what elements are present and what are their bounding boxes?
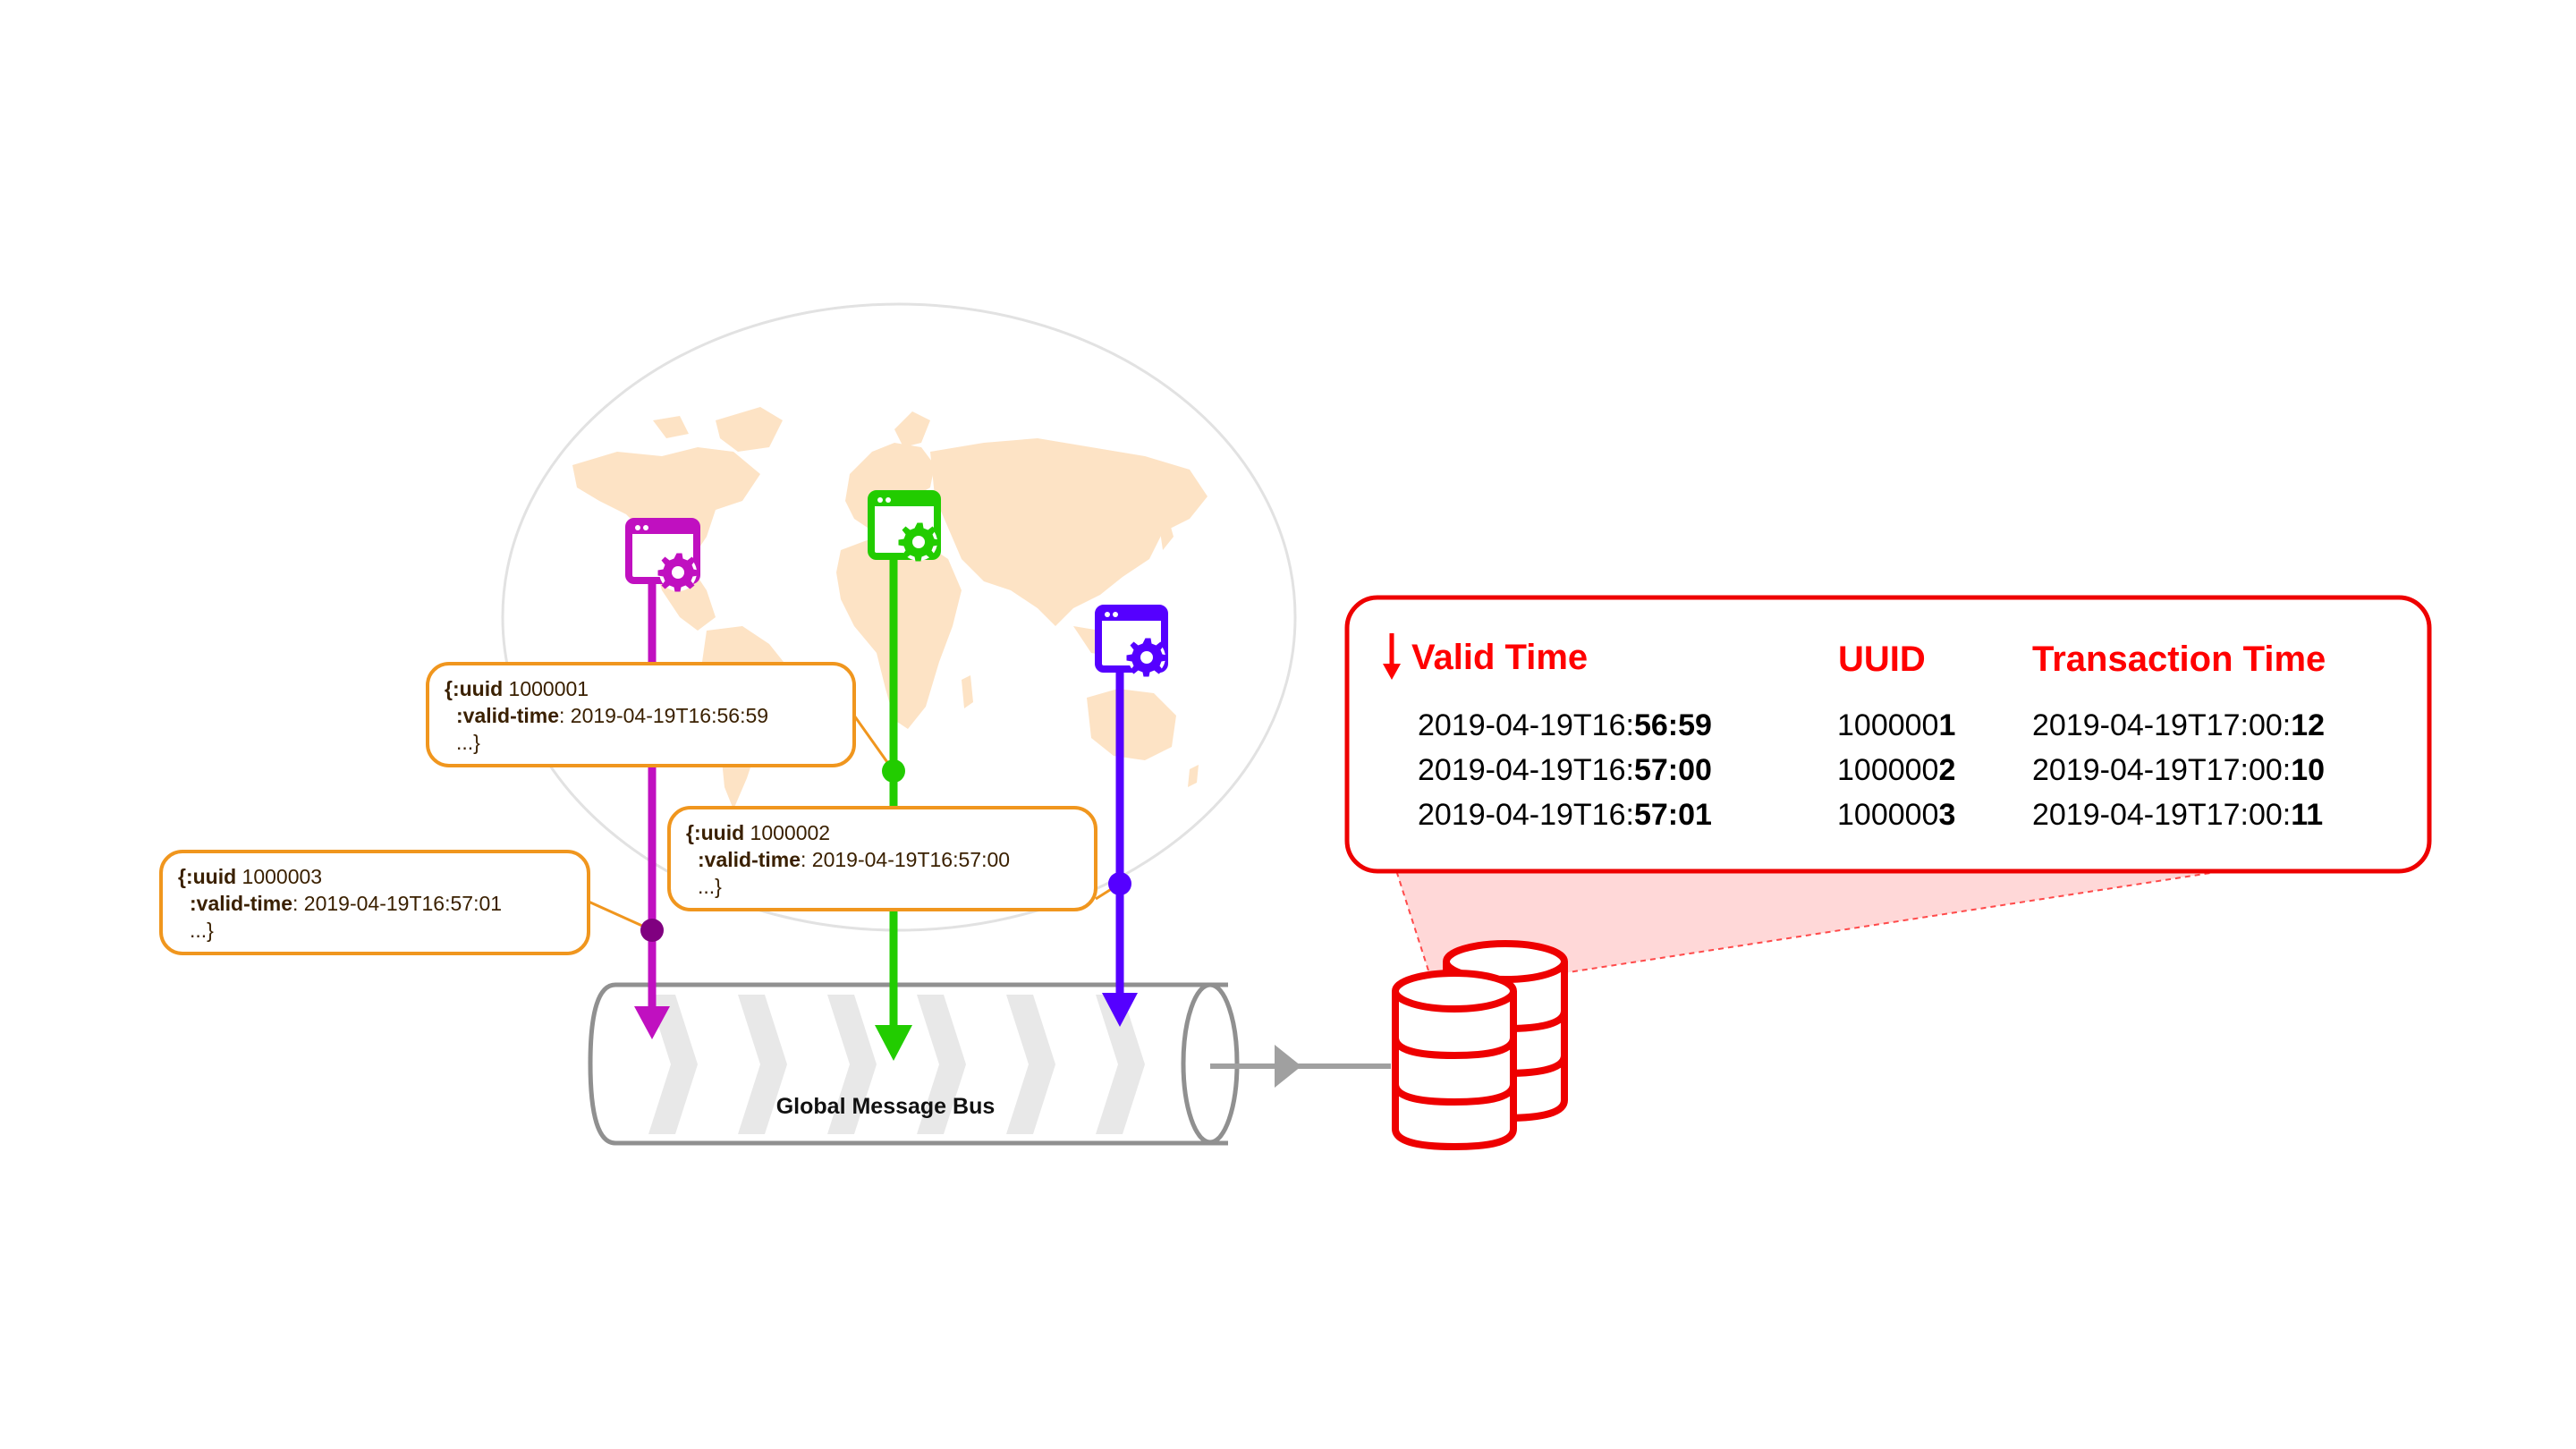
message-valid-time-key: :valid-time [456,704,559,727]
bus-left-cap [588,982,616,1146]
message-dot [882,759,905,783]
message-close: ...} [698,875,722,898]
bus-to-db-arrow [1210,1045,1391,1088]
message-dot [640,919,664,942]
asia [930,438,1208,626]
greenland [716,407,783,452]
table-row: 2019-04-19T16:57:00 1000002 2019-04-19T1… [1418,753,2325,787]
message-uuid-key: {:uuid [178,865,236,888]
gear-icon [898,522,939,562]
message-valid-time-key: :valid-time [190,892,292,915]
africa [836,537,962,729]
service-1 [625,518,700,592]
bus-body [615,982,1228,1146]
cell-valid-time: 2019-04-19T16:57:00 [1418,753,1712,787]
table-row: 2019-04-19T16:57:01 1000003 2019-04-19T1… [1418,798,2323,832]
message-box [426,662,856,767]
australia [1087,689,1176,760]
stream-service-3 [1102,669,1138,1027]
message-1: {:uuid 1000001 :valid-time: 2019-04-19T1… [426,662,905,783]
message-dot [1108,872,1131,895]
scandinavia [894,411,930,447]
message-uuid-key: {:uuid [686,821,744,844]
message-close: ...} [456,731,480,754]
table-row: 2019-04-19T16:56:59 1000001 2019-04-19T1… [1418,708,2325,742]
cell-uuid: 1000002 [1837,753,1955,787]
stream-service-2 [875,556,912,1061]
madagascar [962,675,973,708]
arrow-right-icon [1275,1045,1301,1088]
sort-arrow-down-icon [1383,633,1401,680]
message-box [667,806,1097,911]
cell-transaction-time: 2019-04-19T17:00:10 [2032,753,2325,787]
header-valid-time: Valid Time [1411,638,1588,677]
bitemporal-table: Valid Time UUID Transaction Time 2019-04… [1344,595,2432,874]
service-3 [1095,605,1168,677]
message-uuid-value: 1000002 [744,821,830,844]
gear-icon [657,553,699,592]
message-valid-time-value: : 2019-04-19T16:57:00 [801,848,1010,871]
message-2: {:uuid 1000002 :valid-time: 2019-04-19T1… [667,806,1131,911]
message-3: {:uuid 1000003 :valid-time: 2019-04-19T1… [159,850,664,955]
svg-text:{:uuid 1000002: {:uuid 1000002 [686,821,830,844]
bus-label: Global Message Bus [776,1094,996,1119]
svg-text::valid-time: 2019-04-19T16:57:: :valid-time: 2019-04-19T16:57:00 [698,848,1010,871]
message-uuid-value: 1000003 [236,865,322,888]
svg-text::valid-time: 2019-04-19T16:56:: :valid-time: 2019-04-19T16:56:59 [456,704,768,727]
canada-islands [653,416,689,438]
arrow-down-icon [634,1006,670,1039]
gear-icon [1126,638,1167,677]
svg-text::valid-time: 2019-04-19T16:57:: :valid-time: 2019-04-19T16:57:01 [190,892,502,915]
bus-flow-chevrons [648,995,1145,1134]
table-box [1344,595,2432,874]
cell-uuid: 1000003 [1837,798,1955,832]
database-front [1392,970,1517,1151]
japan [1158,514,1174,550]
cell-transaction-time: 2019-04-19T17:00:12 [2032,708,2325,742]
header-transaction-time: Transaction Time [2032,640,2326,679]
new-zealand [1188,765,1199,787]
cell-transaction-time: 2019-04-19T17:00:11 [2032,798,2323,832]
message-box [159,850,590,955]
message-valid-time-key: :valid-time [698,848,801,871]
arrow-down-icon [1102,993,1138,1027]
service-2 [868,490,941,562]
header-uuid: UUID [1838,640,1926,679]
global-message-bus: Global Message Bus [588,982,1240,1146]
cell-valid-time: 2019-04-19T16:56:59 [1418,708,1712,742]
cell-uuid: 1000001 [1837,708,1955,742]
svg-text:{:uuid 1000001: {:uuid 1000001 [445,677,589,700]
arrow-down-icon [875,1025,912,1061]
message-uuid-value: 1000001 [503,677,589,700]
message-valid-time-value: : 2019-04-19T16:57:01 [292,892,502,915]
cell-valid-time: 2019-04-19T16:57:01 [1418,798,1712,832]
svg-text:{:uuid 1000003: {:uuid 1000003 [178,865,322,888]
message-close: ...} [190,919,214,942]
message-valid-time-value: : 2019-04-19T16:56:59 [559,704,768,727]
message-uuid-key: {:uuid [445,677,503,700]
database-icon [1392,940,1568,1151]
